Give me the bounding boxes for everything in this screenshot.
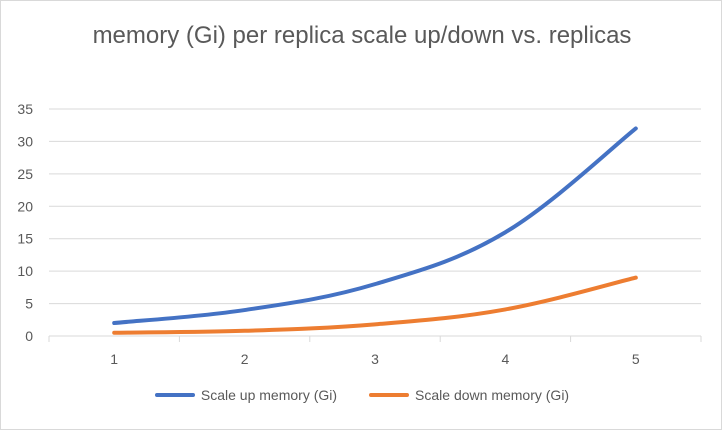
series-line-scale-up <box>112 126 638 326</box>
legend: Scale up memory (Gi) Scale down memory (… <box>1 387 722 403</box>
chart-title: memory (Gi) per replica scale up/down vs… <box>92 22 632 49</box>
y-tick-label: 15 <box>17 231 33 247</box>
x-tick-label: 3 <box>371 351 379 367</box>
legend-item-scale-up: Scale up memory (Gi) <box>154 387 338 403</box>
legend-label-scale-up: Scale up memory (Gi) <box>200 387 338 403</box>
legend-label-scale-down: Scale down memory (Gi) <box>415 387 570 403</box>
x-tick-label: 1 <box>110 351 118 367</box>
series-line-scale-down <box>112 275 638 335</box>
x-tick-label: 4 <box>502 351 510 367</box>
y-tick-label: 35 <box>17 101 33 117</box>
y-tick-label: 30 <box>17 133 33 149</box>
axes: 0 5 10 15 20 25 30 35 1 2 3 4 5 <box>17 101 702 367</box>
y-tick-label: 25 <box>17 166 33 182</box>
y-tick-label: 20 <box>17 198 33 214</box>
series-lines <box>112 126 638 335</box>
x-tick-label: 5 <box>632 351 640 367</box>
gridlines <box>49 108 701 305</box>
legend-swatch-scale-down <box>369 393 410 397</box>
y-tick-label: 0 <box>25 328 33 344</box>
legend-swatch-scale-up <box>154 393 195 397</box>
x-tick-label: 2 <box>241 351 249 367</box>
y-tick-label: 5 <box>25 296 33 312</box>
y-tick-label: 10 <box>17 263 33 279</box>
legend-item-scale-down: Scale down memory (Gi) <box>369 387 569 403</box>
